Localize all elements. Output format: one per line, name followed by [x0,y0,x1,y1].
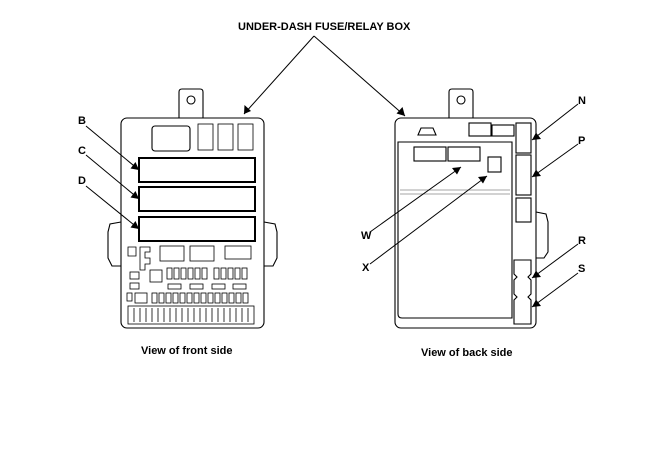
front-fuse-grid [126,245,255,325]
callout-w: W [361,230,372,242]
front-side-caption: View of front side [141,345,233,357]
connector-c [138,186,256,212]
callout-s: S [578,263,586,275]
callout-b: B [78,115,86,127]
callout-x: X [362,262,370,274]
connector-b [138,157,256,183]
connector-p [515,154,532,196]
connector-d [138,216,256,242]
callout-d: D [78,175,86,187]
callout-p: P [578,135,586,147]
connector-x [487,156,502,173]
callout-c: C [78,145,86,157]
diagram-title: UNDER-DASH FUSE/RELAY BOX [238,21,411,33]
back-side-caption: View of back side [421,347,513,359]
connector-p-lower [515,197,532,223]
back-view-box [394,88,549,329]
connector-r-s [513,259,532,325]
connector-n [515,122,532,154]
front-view-box [107,88,278,329]
callout-n: N [578,95,586,107]
callout-r: R [578,235,586,247]
